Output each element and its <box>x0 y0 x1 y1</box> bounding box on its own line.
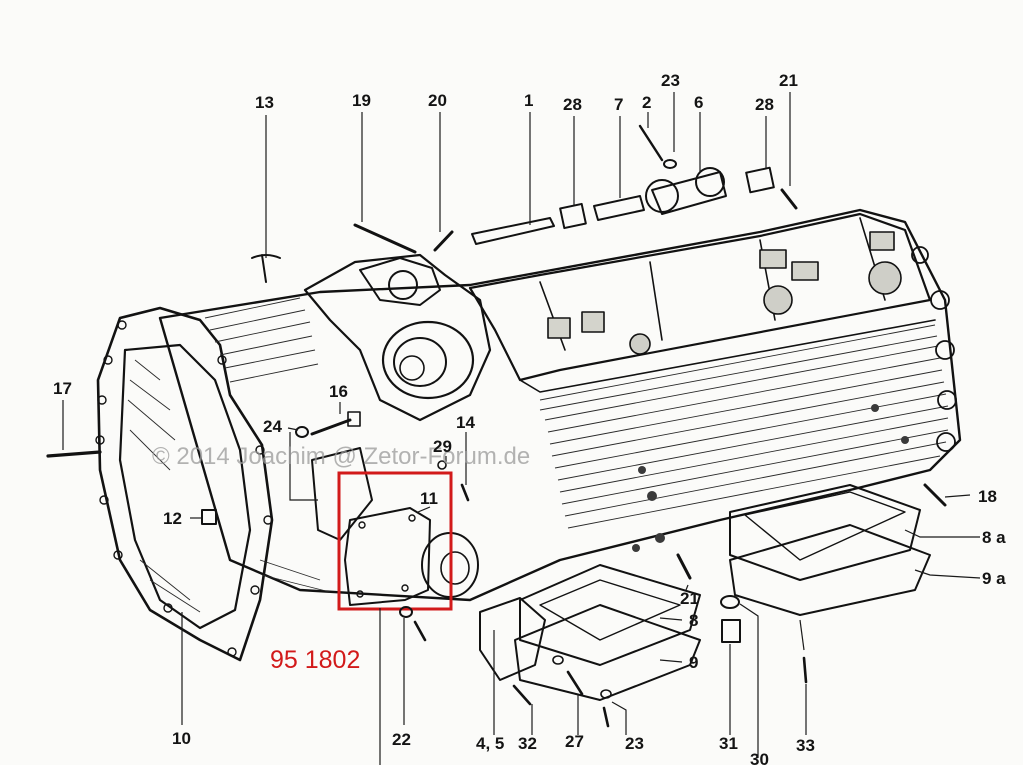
callout-33: 33 <box>796 736 815 755</box>
highlight-part-number: 95 1802 <box>270 646 360 674</box>
callout-23-a: 23 <box>661 71 680 90</box>
callout-31: 31 <box>719 734 738 753</box>
callout-13: 13 <box>255 93 274 112</box>
callout-27: 27 <box>565 732 584 751</box>
callout-8: 8 <box>689 611 698 630</box>
top-turret <box>303 253 492 422</box>
callout-17: 17 <box>53 379 72 398</box>
callout-12: 12 <box>163 509 182 528</box>
callout-29: 29 <box>433 437 452 456</box>
callout-numbers: 13 19 20 1 28 7 2 23 6 28 21 17 16 24 14… <box>53 71 1006 765</box>
callout-22: 22 <box>392 730 411 749</box>
callout-11: 11 <box>420 489 438 508</box>
callout-9a: 9 a <box>982 569 1006 588</box>
callout-9: 9 <box>689 653 698 672</box>
exploded-parts <box>46 124 947 728</box>
highlight-box <box>337 471 453 611</box>
callout-30: 30 <box>750 750 769 765</box>
gearbox-housing <box>158 208 962 602</box>
callout-6: 6 <box>694 93 703 112</box>
callout-28-a: 28 <box>563 95 582 114</box>
callout-32: 32 <box>518 734 537 753</box>
callout-8a: 8 a <box>982 528 1006 547</box>
callout-1: 1 <box>524 91 533 110</box>
bell-housing <box>95 297 331 662</box>
callout-23-b: 23 <box>625 734 644 753</box>
callout-14: 14 <box>456 413 475 432</box>
callout-28-b: 28 <box>755 95 774 114</box>
callout-21-a: 21 <box>779 71 798 90</box>
callout-19: 19 <box>352 91 371 110</box>
callout-16: 16 <box>329 382 348 401</box>
callout-2: 2 <box>642 93 651 112</box>
watermark-text: © 2014 Joachim @ Zetor-Forum.de <box>152 443 530 470</box>
bottom-covers <box>479 484 931 701</box>
callout-24: 24 <box>263 417 282 436</box>
callout-7: 7 <box>614 95 623 114</box>
callout-10: 10 <box>172 729 191 748</box>
callout-4-5: 4, 5 <box>476 734 504 753</box>
leader-lines <box>62 92 981 765</box>
callout-21-b: 21 <box>680 589 699 608</box>
callout-20: 20 <box>428 91 447 110</box>
callout-18: 18 <box>978 487 997 506</box>
